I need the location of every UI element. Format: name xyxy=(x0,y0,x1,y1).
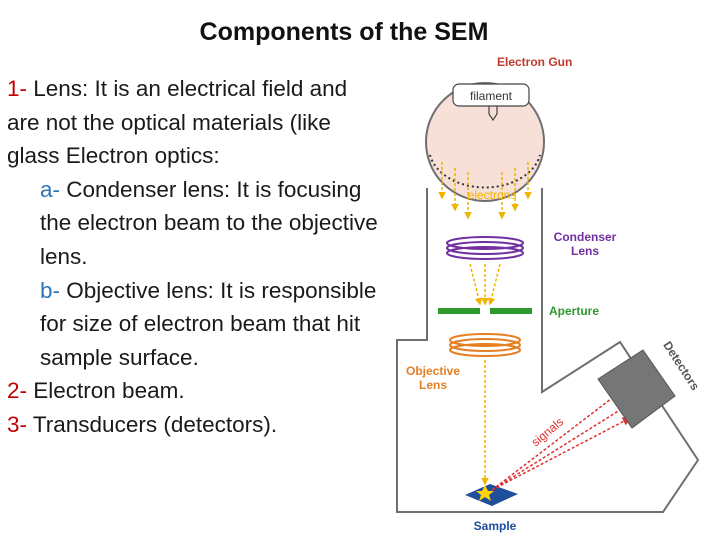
aperture-right xyxy=(490,308,532,314)
item-3-number: 3- xyxy=(7,411,28,437)
filament-wire xyxy=(488,106,498,122)
aperture-left xyxy=(438,308,480,314)
item-1a-letter: a- xyxy=(40,176,61,202)
condenser-label-line2: Lens xyxy=(571,244,599,258)
item-2: 2- Electron beam. xyxy=(7,374,379,408)
emission-arc xyxy=(429,154,541,189)
detector-block xyxy=(597,349,676,429)
item-1-text: Lens: It is an electrical field and are … xyxy=(7,76,348,169)
item-2-number: 2- xyxy=(7,378,28,404)
slide-title: Components of the SEM xyxy=(199,18,489,46)
signal-arrows xyxy=(491,390,632,491)
item-1b-text: Objective lens: It is responsible for si… xyxy=(40,277,377,370)
electron-impact-spot xyxy=(476,485,494,501)
signals-label: signals xyxy=(529,415,567,450)
electrons-label: electrons xyxy=(468,188,517,202)
sample-label: Sample xyxy=(474,519,517,533)
item-2-text: Electron beam. xyxy=(27,378,185,404)
objective-lens-coils xyxy=(449,333,521,357)
objective-label-line2: Lens xyxy=(419,378,447,392)
sem-diagram: Electron Gun filament electrons Condense… xyxy=(396,55,702,533)
item-1a-text: Condenser lens: It is focusing the elect… xyxy=(40,176,378,269)
sample-specimen xyxy=(465,484,518,506)
objective-label-line1: Objective xyxy=(406,364,460,378)
electron-beam-upper xyxy=(469,263,501,306)
filament-label: filament xyxy=(470,89,513,103)
electron-arrows xyxy=(438,162,532,220)
filament-box xyxy=(452,83,530,107)
item-3: 3- Transducers (detectors). xyxy=(7,408,379,442)
microscope-body-outline xyxy=(396,188,700,513)
item-1: 1- Lens: It is an electrical field and a… xyxy=(7,72,379,173)
item-1b-letter: b- xyxy=(40,277,61,303)
body-text: 1- Lens: It is an electrical field and a… xyxy=(7,72,379,442)
condenser-label-line1: Condenser xyxy=(554,230,617,244)
item-1b: b- Objective lens: It is responsible for… xyxy=(7,274,379,375)
condenser-lens-coils xyxy=(446,236,524,260)
electron-gun-sphere xyxy=(425,82,545,202)
item-3-text: Transducers (detectors). xyxy=(27,411,278,437)
aperture-label: Aperture xyxy=(549,304,599,318)
electron-gun-label: Electron Gun xyxy=(497,55,572,69)
item-1a: a- Condenser lens: It is focusing the el… xyxy=(7,173,379,274)
item-1-number: 1- xyxy=(7,76,28,101)
